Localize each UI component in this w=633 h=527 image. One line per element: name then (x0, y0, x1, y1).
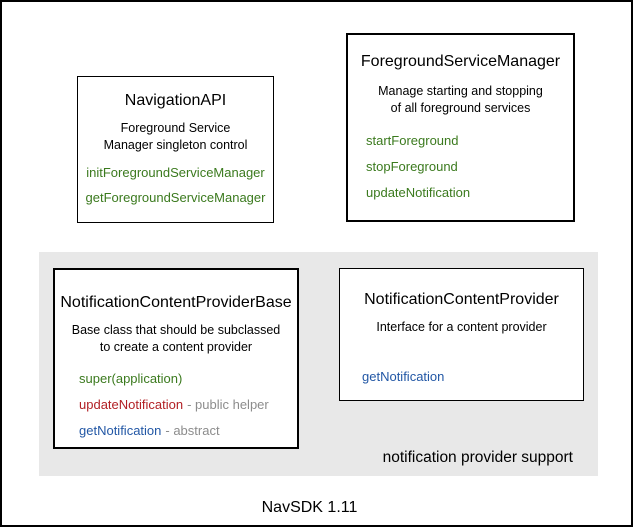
box-description: Base class that should be subclassed to … (55, 322, 297, 355)
box-title-notification-content-provider: NotificationContentProvider (364, 291, 559, 308)
method-list: startForeground stopForeground updateNot… (366, 133, 573, 201)
method-row: getForegroundServiceManager (78, 190, 273, 206)
method-label: getNotification (362, 368, 445, 384)
method-row: stopForeground (366, 159, 573, 175)
method-row: startForeground (366, 133, 573, 149)
box-description-line: Foreground Service (120, 121, 231, 135)
box-description: Foreground Service Manager singleton con… (78, 120, 273, 153)
class-box-notification-content-provider: NotificationContentProvider Interface fo… (339, 268, 584, 401)
method-row: super(application) (79, 371, 297, 387)
method-list: getNotification (362, 369, 583, 385)
class-box-notification-content-provider-base: NotificationContentProviderBase Base cla… (53, 268, 299, 449)
box-description-line: Interface for a content provider (376, 320, 547, 334)
box-description: Interface for a content provider (340, 319, 583, 336)
method-row: updateNotification (366, 185, 573, 201)
method-label: stopForeground (366, 159, 458, 174)
method-label: updateNotification (366, 185, 471, 200)
box-description: Manage starting and stopping of all fore… (348, 83, 573, 116)
method-row: getNotification (362, 369, 583, 385)
class-box-navigation-api: NavigationAPI Foreground Service Manager… (77, 76, 274, 223)
box-title-navigation-api: NavigationAPI (124, 92, 227, 109)
method-row: getNotification- abstract (79, 423, 297, 439)
method-label: startForeground (366, 133, 459, 148)
method-label: getForegroundServiceManager (85, 190, 266, 205)
box-description-line: Base class that should be subclassed (71, 323, 281, 337)
box-description-line: Manager singleton control (103, 137, 248, 152)
class-box-foreground-service-manager: ForegroundServiceManager Manage starting… (346, 33, 575, 222)
box-description-line: of all foreground services (390, 100, 531, 115)
method-row: initForegroundServiceManager (78, 165, 273, 181)
method-row: updateNotification- public helper (79, 397, 297, 413)
method-annotation: - abstract (165, 423, 220, 438)
box-description-line: to create a content provider (99, 339, 253, 354)
method-label: updateNotification (79, 397, 184, 412)
method-label: initForegroundServiceManager (86, 165, 265, 180)
box-title-notification-content-provider-base: NotificationContentProviderBase (60, 294, 292, 311)
footer-caption: NavSDK 1.11 (261, 499, 358, 516)
method-list: initForegroundServiceManager getForegrou… (78, 165, 273, 206)
method-label: super(application) (79, 371, 183, 386)
method-list: super(application) updateNotification- p… (79, 371, 297, 439)
box-description-line: Manage starting and stopping (378, 84, 543, 98)
method-label: getNotification (79, 423, 162, 438)
method-annotation: - public helper (187, 397, 269, 412)
panel-caption: notification provider support (382, 449, 573, 466)
box-title-foreground-service-manager: ForegroundServiceManager (360, 53, 561, 70)
